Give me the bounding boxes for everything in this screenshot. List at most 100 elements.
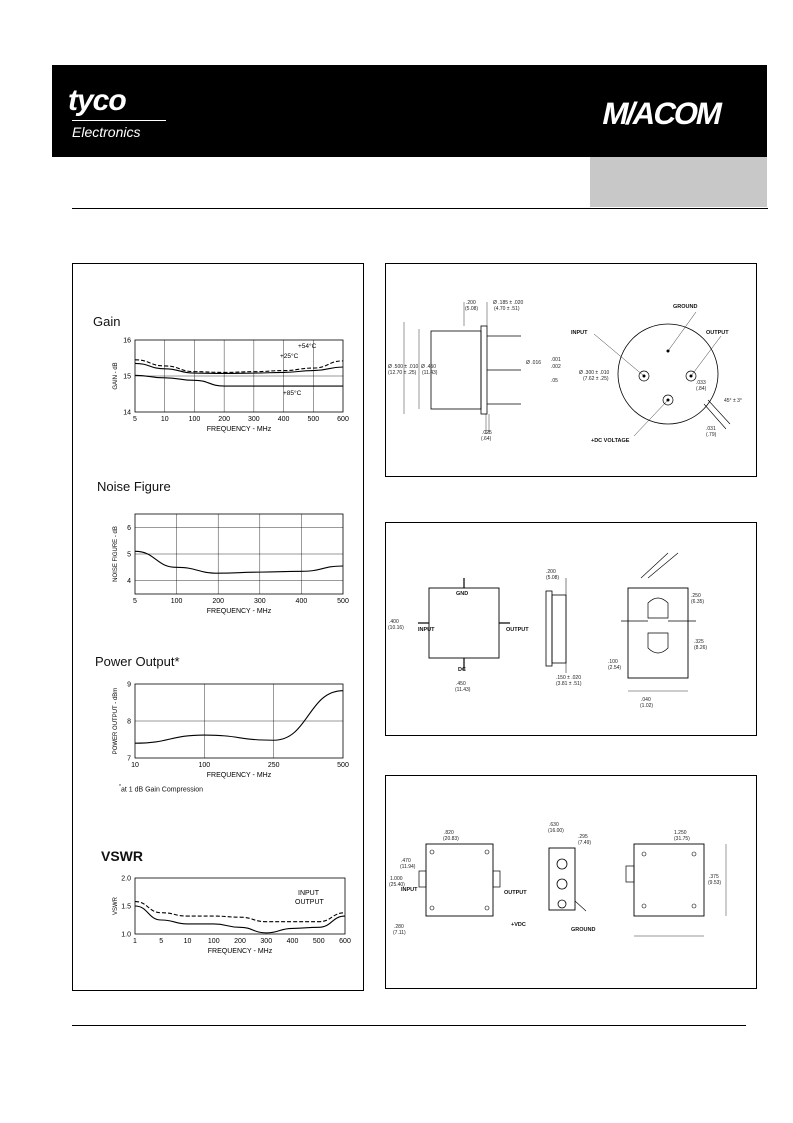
- vswr-x-tick-label: 200: [234, 938, 246, 945]
- conn-label-output: OUTPUT: [504, 890, 527, 896]
- power-chart-title: Power Output*: [95, 654, 180, 669]
- noise-y-tick-label: 6: [127, 525, 131, 532]
- noise-series-line-0: [134, 550, 344, 574]
- flatpack-dim-6: (5.08): [546, 575, 559, 581]
- gain-legend-label: +85°C: [283, 389, 302, 397]
- vswr-y-axis-label: VSWR: [113, 896, 119, 915]
- conn-dim-7: .280: [394, 924, 404, 930]
- flatpack-dim-9: .040: [641, 697, 651, 703]
- power-x-tick-label: 100: [198, 762, 210, 769]
- flatpack-label-gnd: GND: [456, 591, 468, 597]
- power-y-axis-label: POWER OUTPUT - dBm: [113, 688, 119, 755]
- noise-y-axis-label: NOISE FIGURE - dB: [113, 526, 119, 582]
- gain-x-tick-label: 300: [248, 416, 260, 423]
- conn-dim-11: .295: [578, 834, 588, 840]
- conn-dim-12: (7.49): [578, 840, 591, 846]
- conn-dim-15: 1.250: [674, 830, 687, 836]
- power-footnote: *at 1 dB Gain Compression: [119, 784, 204, 794]
- power-x-axis-label: FREQUENCY - MHz: [207, 772, 272, 779]
- vswr-y-tick-label: 1.0: [121, 932, 131, 939]
- to8-dim-1: .200: [466, 300, 476, 306]
- flatpack-outline-drawing: GND INPUT OUTPUT DC .400 (10.16) .450 (1…: [385, 522, 757, 736]
- power-series-line-0: [134, 690, 344, 744]
- vswr-legend-output: OUTPUT: [295, 899, 325, 906]
- gain-x-tick-label: 400: [278, 416, 290, 423]
- to8-dim-4: (4.70 ± .51): [494, 306, 520, 312]
- connectorized-drawing-svg: INPUT OUTPUT .820 (20.83) .470 (11.94) 1…: [389, 822, 727, 937]
- noise-y-tick-label: 5: [127, 552, 131, 559]
- vswr-plot-area: [134, 877, 346, 935]
- vswr-y-tick-label: 1.5: [121, 904, 131, 911]
- vswr-x-tick-label: 600: [339, 938, 351, 945]
- conn-dim-14: (9.53): [708, 880, 721, 886]
- noise-x-tick-label: 5: [133, 598, 137, 605]
- conn-dim-13: .375: [709, 874, 719, 880]
- to8-dim-9: Ø .016: [526, 360, 541, 366]
- to8-dim-6: (12.70 ± .25): [388, 370, 417, 376]
- conn-dim-8: (7.11): [393, 930, 406, 936]
- conn-dim-16: (31.75): [674, 836, 690, 842]
- to8-dim-15: Ø .300 ± .010: [579, 370, 609, 376]
- vswr-x-tick-label: 1: [133, 938, 137, 945]
- gain-y-tick-label: 14: [123, 410, 131, 417]
- flatpack-dim-15: .100: [608, 659, 618, 665]
- to8-dim-16: (7.62 ± .25): [583, 376, 609, 382]
- power-y-tick-label: 8: [127, 719, 131, 726]
- conn-dim-3: .470: [401, 858, 411, 864]
- power-footnote-text: at 1 dB Gain Compression: [120, 786, 204, 794]
- to8-dim-19: 45° ± 3°: [724, 398, 742, 404]
- flatpack-label-dc: DC: [458, 667, 466, 673]
- vswr-x-axis-label: FREQUENCY - MHz: [208, 948, 273, 955]
- to8-label-ground: GROUND: [673, 304, 697, 310]
- vswr-series-line-1: [134, 905, 346, 934]
- conn-dim-10: (16.00): [548, 828, 564, 834]
- noise-y-tick-label: 4: [127, 578, 131, 585]
- to8-label-input: INPUT: [571, 330, 588, 336]
- gain-y-axis-label: GAIN - dB: [113, 362, 119, 389]
- flatpack-dim-2: (10.16): [388, 625, 404, 631]
- flatpack-dim-14: (8.26): [694, 645, 707, 651]
- vswr-legend-input: INPUT: [298, 890, 320, 897]
- vswr-y-tick-label: 2.0: [121, 876, 131, 883]
- flatpack-dim-13: .325: [694, 639, 704, 645]
- bottom-divider: [72, 1025, 746, 1026]
- vswr-x-tick-label: 500: [313, 938, 325, 945]
- power-y-tick-label: 9: [127, 682, 131, 689]
- flatpack-dim-5: .200: [546, 569, 556, 575]
- connectorized-outline-drawing: INPUT OUTPUT .820 (20.83) .470 (11.94) 1…: [385, 775, 757, 989]
- noise-x-tick-label: 400: [296, 598, 308, 605]
- logo-divider: [72, 120, 166, 121]
- gain-chart-title: Gain: [93, 314, 121, 329]
- company-division: Electronics: [72, 124, 141, 140]
- flatpack-dim-12: (6.35): [691, 599, 704, 605]
- vswr-x-tick-label: 300: [260, 938, 272, 945]
- noise-x-axis-label: FREQUENCY - MHz: [207, 608, 272, 615]
- conn-label-ground: GROUND: [571, 927, 595, 933]
- top-divider: [72, 208, 768, 209]
- to8-dim-12: .05: [551, 378, 558, 384]
- vswr-x-tick-label: 400: [287, 938, 299, 945]
- gain-legend-label: +25°C: [280, 352, 299, 360]
- gain-y-tick-label: 16: [123, 338, 131, 345]
- power-y-tick-label: 7: [127, 756, 131, 763]
- vswr-series-line-0: [134, 900, 346, 923]
- gain-x-tick-label: 600: [337, 416, 349, 423]
- conn-dim-6: (25.40): [389, 882, 405, 888]
- gain-series-line-1: [134, 359, 344, 373]
- gain-x-axis-label: FREQUENCY - MHz: [207, 426, 272, 433]
- page-header: [52, 65, 767, 157]
- to8-dim-8: (11.43): [422, 370, 438, 376]
- to8-dim-5: Ø .500 ± .010: [388, 364, 418, 370]
- to8-dim-21: (.84): [696, 386, 707, 392]
- vswr-chart-title: VSWR: [101, 848, 143, 864]
- to8-dim-3: Ø .185 ± .020: [493, 300, 523, 306]
- power-x-tick-label: 500: [337, 762, 349, 769]
- to8-dim-20: .033: [696, 380, 706, 386]
- to8-dim-17: .031: [706, 426, 716, 432]
- conn-label-input: INPUT: [401, 887, 418, 893]
- to8-label-output: OUTPUT: [706, 330, 729, 336]
- flatpack-dim-3: .450: [456, 681, 466, 687]
- gain-y-tick-label: 15: [123, 374, 131, 381]
